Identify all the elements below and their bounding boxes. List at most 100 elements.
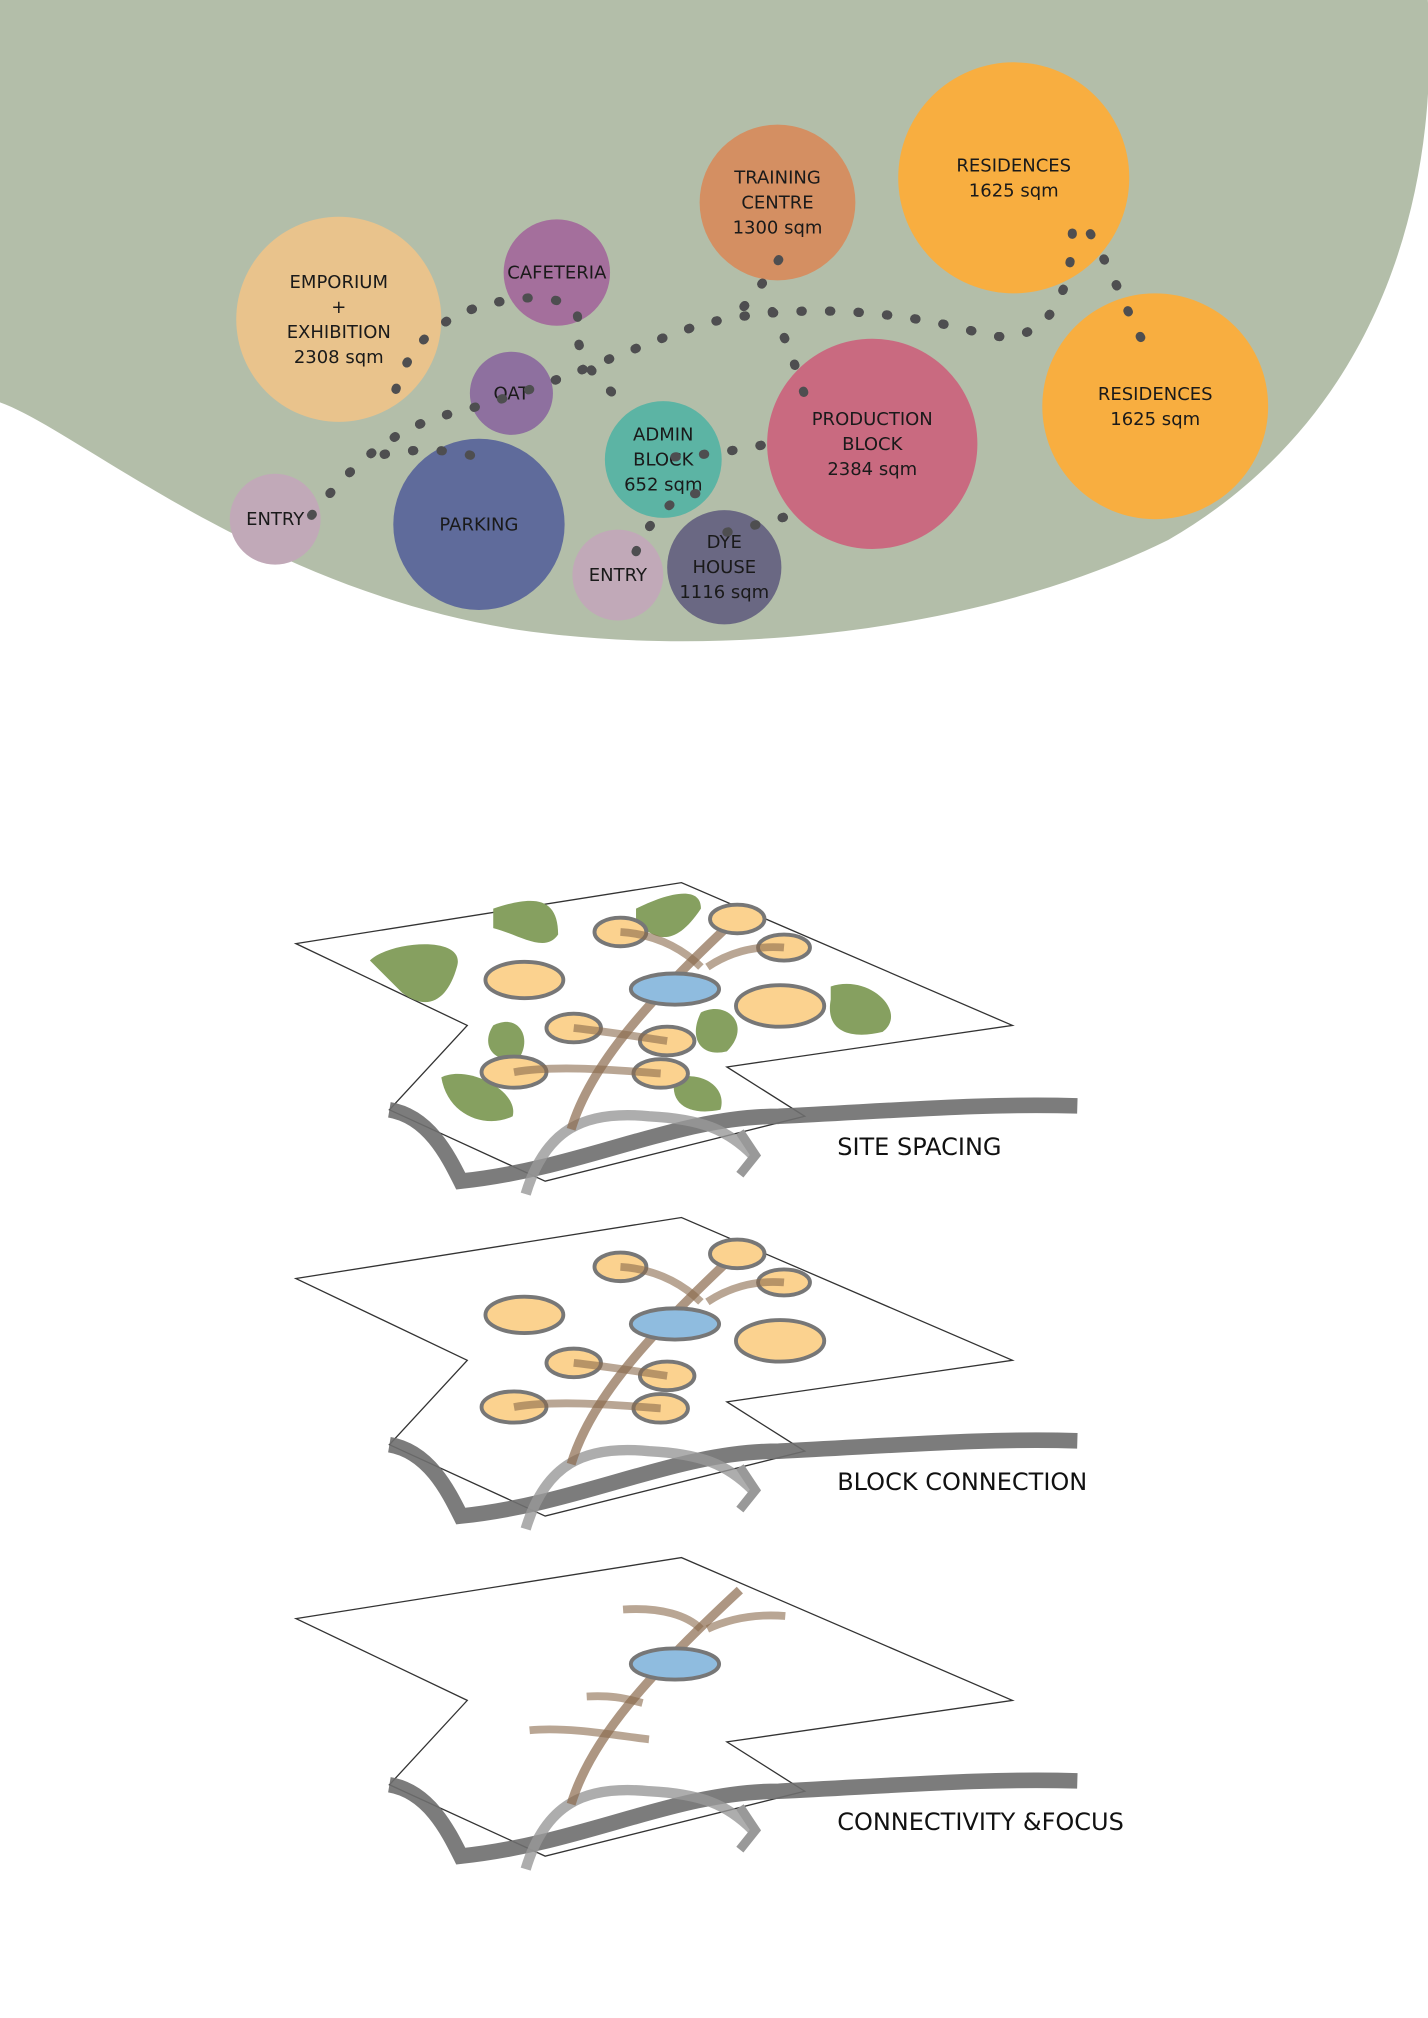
road [387, 1772, 1078, 1865]
connector [573, 1024, 668, 1045]
bubble-residences-2: RESIDENCES 1625 sqm [1042, 293, 1269, 520]
connector [586, 1692, 644, 1707]
layer-site-spacing: SITE SPACING [293, 881, 1078, 1196]
connector [513, 1399, 661, 1413]
bubble-label: 652 sqm [624, 474, 702, 495]
bubble-label: ENTRY [246, 509, 305, 530]
bubble-label: RESIDENCES [1098, 384, 1213, 405]
arrow-head [736, 1804, 762, 1853]
connector [705, 1278, 785, 1306]
green-space [829, 983, 892, 1035]
bubble-label: BLOCK [633, 449, 694, 470]
bubble-production: PRODUCTION BLOCK 2384 sqm [767, 338, 978, 550]
bubble-circle [393, 438, 565, 611]
green-space [636, 893, 701, 938]
green-space [673, 1076, 722, 1112]
bubble-label: PRODUCTION [812, 409, 933, 430]
bubble-circle [767, 338, 978, 550]
bubble-label: 2384 sqm [827, 459, 917, 480]
access-arrow [520, 1784, 757, 1871]
bubble-circle [604, 401, 722, 518]
bubble-dye-house: DYE HOUSE 1116 sqm [667, 510, 782, 625]
bubble-label: 1625 sqm [1110, 409, 1200, 430]
bubble-label: 1300 sqm [733, 217, 823, 238]
connector [573, 1359, 668, 1380]
connector [705, 943, 785, 971]
spine-path [566, 1586, 743, 1806]
layer-connectivity-focus: CONNECTIVITY &FOCUS [293, 1556, 1124, 1871]
green-space [441, 1073, 514, 1122]
bubble-circle [469, 351, 553, 435]
bubble-label: BLOCK [842, 434, 903, 455]
building-block [483, 1294, 566, 1335]
bubble-label: 2308 sqm [294, 347, 384, 368]
circulation-path-overlay [631, 488, 803, 557]
bubble-label: CAFETERIA [507, 263, 607, 284]
connector [529, 1725, 650, 1744]
building-block [708, 1237, 767, 1271]
focus-node [628, 971, 722, 1007]
bubble-circle [1042, 293, 1269, 520]
layer-caption: CONNECTIVITY &FOCUS [837, 1808, 1124, 1836]
arrow-head [736, 1129, 762, 1178]
green-space [369, 944, 458, 1003]
circulation-path-overlay [670, 436, 784, 462]
access-arrow [520, 1109, 757, 1196]
green-space [493, 900, 559, 943]
building-block [483, 959, 566, 1001]
bubble-label: PARKING [439, 514, 518, 535]
connector [513, 1064, 661, 1078]
bubble-circle [898, 62, 1130, 294]
bubble-label: + [331, 297, 346, 318]
road [387, 1097, 1078, 1190]
bubble-circle [236, 216, 442, 422]
bubble-label: DYE [707, 532, 742, 553]
bubble-circle [667, 510, 782, 625]
bubble-cafeteria: CAFETERIA [503, 219, 611, 326]
bubble-label: 1625 sqm [969, 180, 1059, 201]
connector [620, 928, 704, 970]
bubble-entry-1: ENTRY [229, 473, 321, 565]
bubble-circle [229, 473, 321, 565]
bubble-training: TRAINING CENTRE 1300 sqm [699, 124, 856, 281]
bubble-label: 1116 sqm [679, 582, 769, 603]
focus-node [628, 1646, 722, 1682]
connector [622, 1605, 704, 1632]
bubble-oat: OAT [469, 351, 553, 435]
bubble-parking: PARKING [393, 438, 565, 611]
bubble-label: ENTRY [589, 565, 648, 586]
layer-caption: SITE SPACING [837, 1133, 1001, 1161]
layer-caption: BLOCK CONNECTION [837, 1468, 1087, 1496]
bubble-entry-2: ENTRY [572, 529, 664, 621]
arrow-head [736, 1464, 762, 1513]
bubble-label: TRAINING [733, 167, 821, 188]
circulation-path-overlay [722, 255, 816, 420]
bubble-admin: ADMIN BLOCK 652 sqm [604, 401, 722, 518]
circulation-path-overlay [306, 203, 1077, 520]
bubble-label: ADMIN [633, 424, 693, 445]
spine-path [566, 1246, 743, 1466]
green-space [488, 1021, 525, 1060]
bubble-residences-1: RESIDENCES 1625 sqm [898, 62, 1130, 294]
layer-block-connection: BLOCK CONNECTION [293, 1216, 1087, 1531]
building-block [734, 983, 827, 1029]
circulation-path-overlay [379, 445, 498, 470]
road [387, 1432, 1078, 1525]
bubble-label: EMPORIUM [290, 272, 388, 293]
bubble-label: CENTRE [741, 192, 813, 213]
green-space [695, 1008, 738, 1053]
bubble-circle [699, 124, 856, 281]
circulation-path-overlay [391, 293, 628, 407]
spine-path [566, 911, 743, 1131]
bubble-label: HOUSE [692, 557, 756, 578]
focus-node [628, 1306, 722, 1342]
building-block [708, 902, 767, 936]
connector [705, 1611, 786, 1633]
bubble-label: RESIDENCES [956, 155, 1071, 176]
access-arrow [520, 1444, 757, 1531]
building-block [734, 1318, 827, 1364]
connector [620, 1262, 704, 1305]
